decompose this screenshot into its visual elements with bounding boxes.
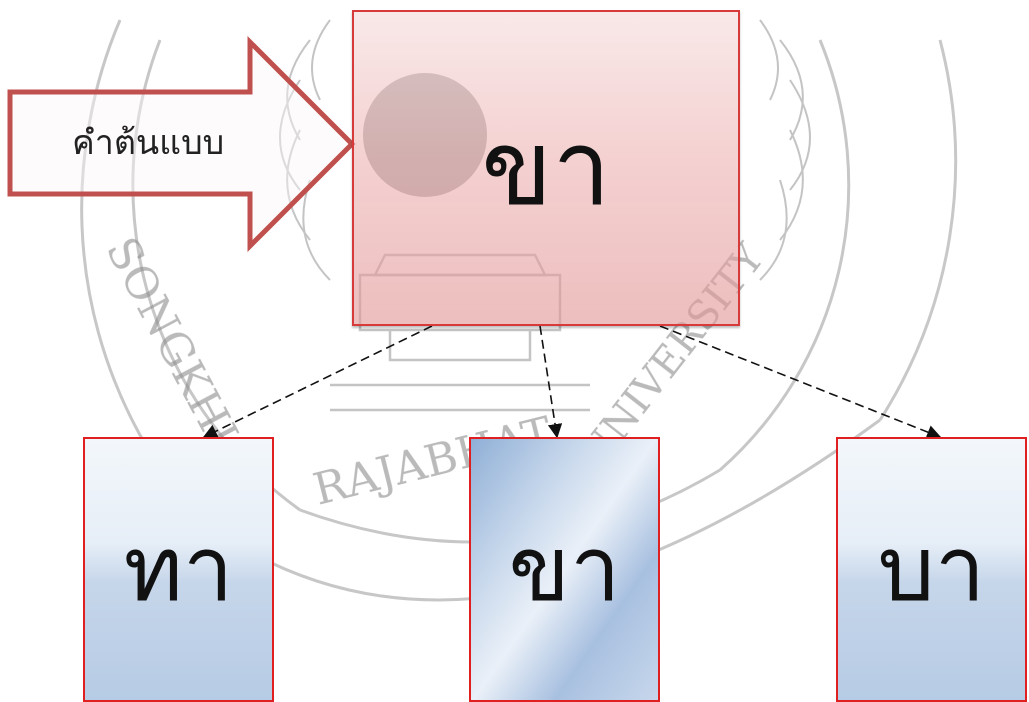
connector-to-left <box>204 326 432 437</box>
variant-box-center: ขา <box>469 437 660 702</box>
variant-word-text: ขา <box>508 525 620 615</box>
connector-to-right <box>660 326 940 437</box>
variant-word-text: ทา <box>124 525 234 615</box>
variant-box-left: ทา <box>83 437 274 702</box>
connector-to-center <box>540 326 557 437</box>
main-word-box: ขา <box>352 10 740 326</box>
variant-word-text: บา <box>878 525 986 615</box>
variant-box-right: บา <box>836 437 1027 702</box>
main-word-text: ขา <box>481 116 611 220</box>
